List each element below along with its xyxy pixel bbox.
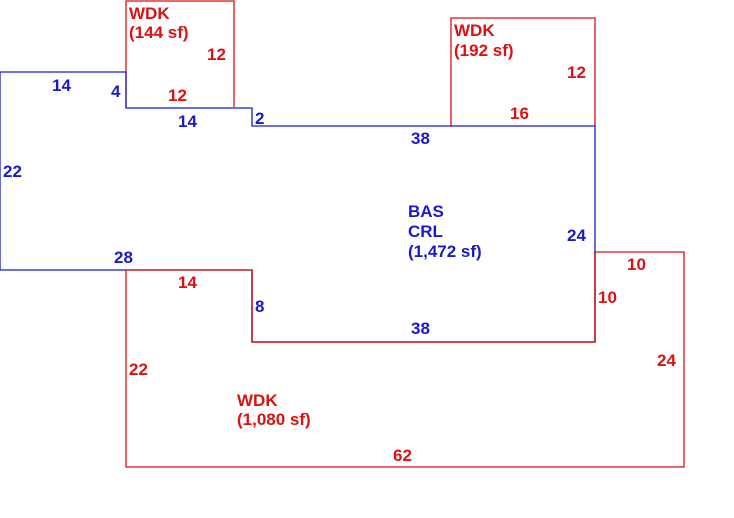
main-dim-top-left: 14 xyxy=(52,76,71,95)
main-dim-left: 22 xyxy=(3,162,22,181)
deck-large-dim-bottom: 62 xyxy=(393,446,412,465)
main-area-size: (1,472 sf) xyxy=(408,242,482,261)
deck-mid-code: WDK xyxy=(454,21,495,40)
main-area-code: BAS xyxy=(408,202,444,221)
deck-large-dim-top-right: 10 xyxy=(627,255,646,274)
main-area-sub-code: CRL xyxy=(408,222,443,241)
main-dim-right: 24 xyxy=(567,226,586,245)
main-dim-step-3: 8 xyxy=(255,297,264,316)
deck-small-outline xyxy=(125,0,235,107)
deck-large-code: WDK xyxy=(237,391,278,410)
deck-large-size: (1,080 sf) xyxy=(237,410,311,429)
main-area-outline xyxy=(0,71,596,343)
deck-mid-dim-side: 12 xyxy=(567,63,586,82)
deck-small-size: (144 sf) xyxy=(129,23,189,42)
deck-mid-dim-bottom: 16 xyxy=(510,104,529,123)
main-dim-step-2: 2 xyxy=(255,109,264,128)
deck-large-outline xyxy=(125,251,685,468)
deck-large-dim-left: 22 xyxy=(129,360,148,379)
deck-small-dim-bottom: 12 xyxy=(168,86,187,105)
main-dim-top-right: 38 xyxy=(411,129,430,148)
main-dim-top-mid: 14 xyxy=(178,112,197,131)
deck-small-dim-side: 12 xyxy=(207,45,226,64)
main-dim-bottom-left: 28 xyxy=(114,248,133,267)
shared-edge-lower xyxy=(126,252,596,343)
deck-mid-size: (192 sf) xyxy=(454,41,514,60)
main-dim-bottom-right: 38 xyxy=(411,319,430,338)
deck-large-dim-right: 24 xyxy=(657,351,676,370)
deck-large-dim-step: 10 xyxy=(598,288,617,307)
main-dim-step-1: 4 xyxy=(111,82,121,101)
deck-small-code: WDK xyxy=(129,4,170,23)
deck-large-dim-top-left: 14 xyxy=(178,273,197,292)
deck-mid-outline xyxy=(450,17,596,126)
